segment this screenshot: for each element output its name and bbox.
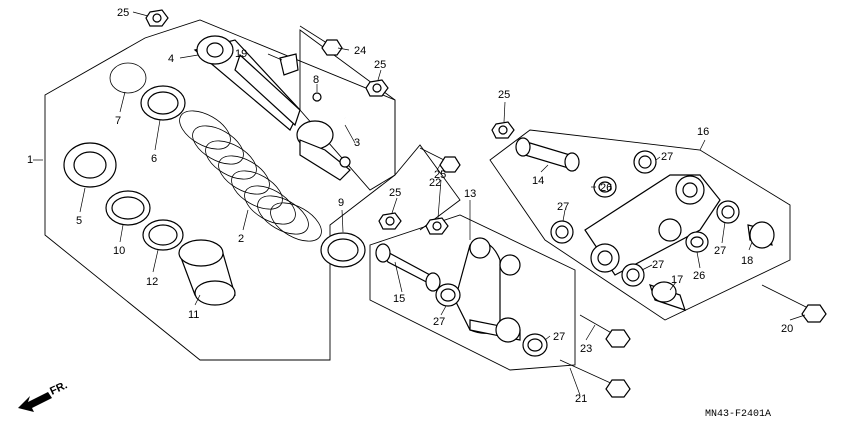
seal-26-arm-2 xyxy=(685,231,709,253)
callout-16: 16 xyxy=(697,126,709,138)
bolt-20 xyxy=(761,284,827,323)
sleeve-17 xyxy=(649,281,686,311)
nut-25-shock xyxy=(365,79,389,97)
label-plate-19 xyxy=(279,53,299,76)
callout-2: 2 xyxy=(238,233,244,245)
callout-25: 25 xyxy=(117,7,129,19)
callout-27: 27 xyxy=(557,201,569,213)
callout-18: 18 xyxy=(741,255,753,267)
callout-24: 24 xyxy=(354,45,366,57)
callout-21: 21 xyxy=(575,393,587,405)
callout-5: 5 xyxy=(76,215,82,227)
callout-17: 17 xyxy=(671,274,683,286)
seal-27-arm-4 xyxy=(621,263,645,287)
callout-labels: 1234567891011121314151617181920212223242… xyxy=(27,7,793,405)
seal-27-arm-1 xyxy=(633,150,657,174)
bearing-5 xyxy=(63,142,117,188)
callout-27: 27 xyxy=(553,331,565,343)
callout-6: 6 xyxy=(151,153,157,165)
circlip-7 xyxy=(109,62,147,94)
front-direction-arrow: FR. xyxy=(18,379,69,412)
callout-23: 23 xyxy=(580,343,592,355)
nut-25-top xyxy=(145,9,169,27)
nut-25-mid xyxy=(378,212,402,230)
callout-11: 11 xyxy=(188,309,199,321)
callout-20: 20 xyxy=(781,323,793,335)
callout-4: 4 xyxy=(168,53,174,65)
cushion-arm-16 xyxy=(584,174,721,276)
seal-27-link-b xyxy=(522,333,548,357)
callout-27: 27 xyxy=(652,259,664,271)
callout-27: 27 xyxy=(661,151,673,163)
bolt-24 xyxy=(299,25,343,56)
seal-27-arm-3 xyxy=(716,200,740,224)
callout-7: 7 xyxy=(115,115,121,127)
callout-19: 19 xyxy=(235,48,247,60)
callout-8: 8 xyxy=(313,74,319,86)
boot-11 xyxy=(178,239,236,306)
bolt-21 xyxy=(559,359,631,398)
shock-assembly-outline xyxy=(44,19,396,361)
hose-3-inner xyxy=(344,117,386,156)
nipple-8 xyxy=(312,92,322,102)
ring-12 xyxy=(142,219,184,251)
callout-13: 13 xyxy=(464,188,476,200)
link-arm-13 xyxy=(454,237,521,343)
callout-9: 9 xyxy=(338,197,344,209)
callout-25: 25 xyxy=(498,89,510,101)
callout-12: 12 xyxy=(146,276,158,288)
callout-25: 25 xyxy=(389,187,401,199)
direction-label: FR. xyxy=(48,379,69,397)
cushion-arm-outline xyxy=(489,129,791,321)
callout-27: 27 xyxy=(433,316,445,328)
callout-10: 10 xyxy=(113,245,125,257)
sleeve-15 xyxy=(375,243,441,292)
nut-25-right xyxy=(491,121,515,139)
callout-1: 1 xyxy=(27,154,33,166)
bolt-23 xyxy=(579,314,631,348)
ring-9 xyxy=(320,232,366,268)
seal-27-arm-2 xyxy=(550,220,574,244)
sleeve-14 xyxy=(515,137,580,172)
sleeve-18 xyxy=(747,221,775,249)
callout-26: 26 xyxy=(600,182,612,194)
nut-25-link xyxy=(425,217,449,235)
callout-22: 22 xyxy=(429,177,441,189)
ring-10 xyxy=(105,190,151,226)
seal-27-link-a xyxy=(435,283,461,307)
ring-6 xyxy=(140,85,186,121)
shock-absorber xyxy=(193,35,351,181)
linkage-arm-outline xyxy=(369,214,576,371)
callout-27: 27 xyxy=(714,245,726,257)
callout-26: 26 xyxy=(693,270,705,282)
diagram-code: MN43-F2401A xyxy=(705,409,771,420)
bolt-region-outline xyxy=(394,144,461,231)
callout-25: 25 xyxy=(374,59,386,71)
callout-25: 25 xyxy=(434,169,446,181)
callout-14: 14 xyxy=(532,175,544,187)
callout-15: 15 xyxy=(393,293,405,305)
spring xyxy=(179,110,322,242)
callout-3: 3 xyxy=(354,137,360,149)
leader-lines xyxy=(33,11,806,396)
